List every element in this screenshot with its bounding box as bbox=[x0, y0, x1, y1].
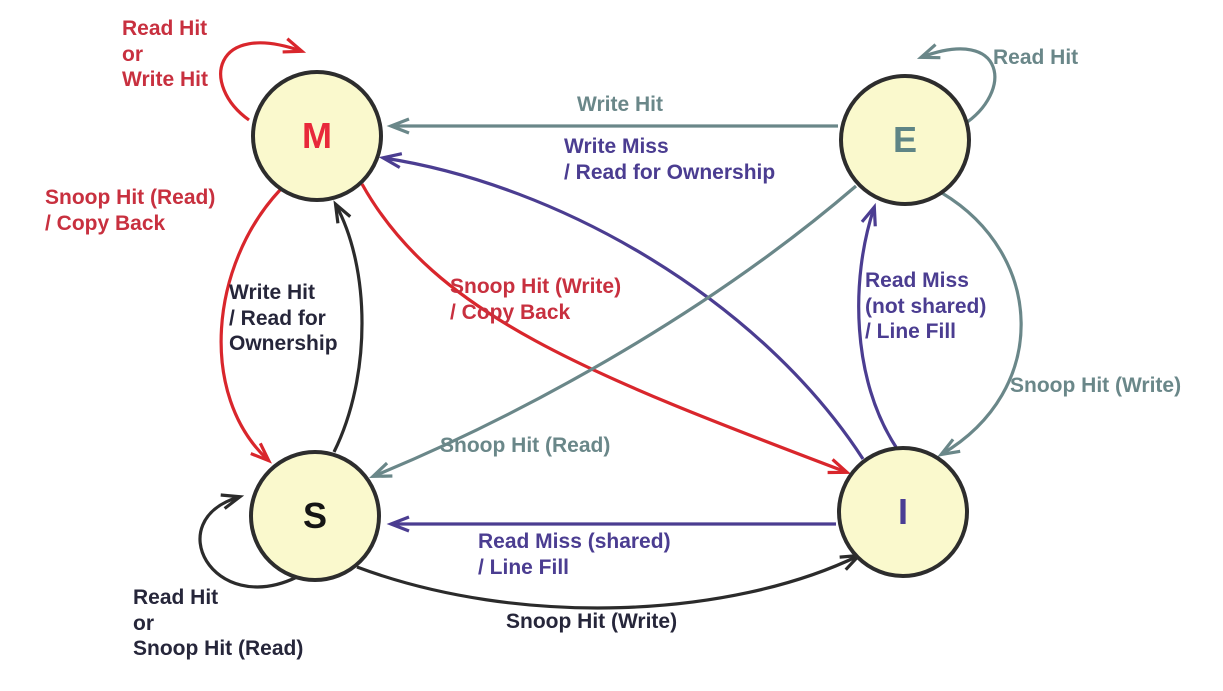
arrow-e-self-loop bbox=[916, 43, 997, 127]
transition-label-m-to-i: Snoop Hit (Write) / Copy Back bbox=[450, 275, 622, 324]
transition-label-s-to-i: Snoop Hit (Write) bbox=[506, 610, 678, 633]
transition-label-e-to-m: Write Hit bbox=[577, 93, 663, 116]
arrow-s-self-loop bbox=[198, 493, 298, 589]
transition-label-i-to-e: Read Miss (not shared) / Line Fill bbox=[865, 269, 987, 344]
transition-label-m-to-s: Snoop Hit (Read) / Copy Back bbox=[45, 186, 216, 235]
state-letter-m: M bbox=[302, 115, 332, 156]
transition-label-e-to-s: Snoop Hit (Read) bbox=[440, 434, 611, 457]
arrow-m-to-s bbox=[219, 188, 282, 464]
state-letter-e: E bbox=[892, 119, 917, 160]
transition-label-s-to-m: Write Hit / Read for Ownership bbox=[229, 281, 338, 356]
transition-label-e-self: Read Hit bbox=[993, 46, 1079, 69]
arrow-i-to-m bbox=[378, 152, 865, 460]
arrow-m-self-loop bbox=[219, 37, 307, 122]
state-letter-s: S bbox=[302, 495, 327, 536]
transition-label-s-self: Read Hit or Snoop Hit (Read) bbox=[133, 586, 304, 661]
arrow-e-to-s bbox=[368, 184, 858, 479]
state-node-shared: S bbox=[249, 450, 381, 582]
transition-label-i-to-m: Write Miss / Read for Ownership bbox=[564, 135, 776, 184]
arrow-s-to-i bbox=[356, 553, 863, 610]
arrow-m-to-i bbox=[360, 183, 852, 475]
arrow-i-to-e bbox=[857, 202, 898, 448]
transition-label-i-to-s: Read Miss (shared) / Line Fill bbox=[478, 530, 671, 579]
arrow-s-to-m bbox=[332, 200, 364, 453]
state-letter-i: I bbox=[897, 491, 908, 532]
state-node-exclusive: E bbox=[839, 74, 971, 206]
arrow-e-to-i bbox=[937, 191, 1023, 457]
transition-label-e-to-i: Snoop Hit (Write) bbox=[1010, 374, 1182, 397]
state-node-modified: M bbox=[251, 70, 383, 202]
state-node-invalid: I bbox=[837, 446, 969, 578]
transition-label-m-self: Read Hit or Write Hit bbox=[122, 17, 208, 92]
